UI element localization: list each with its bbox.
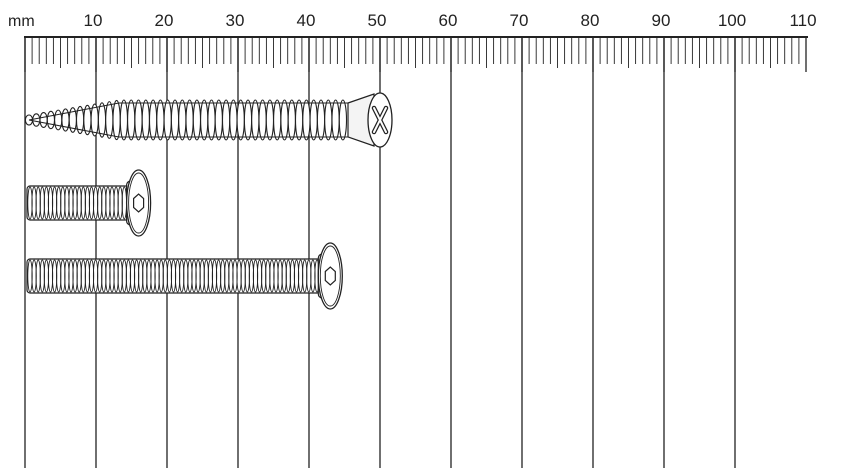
ruler-label: 20 <box>155 11 174 30</box>
long-hex-socket-screw <box>26 242 343 310</box>
thread-crest <box>32 113 41 127</box>
unit-label: mm <box>8 13 35 30</box>
ruler-label: 80 <box>581 11 600 30</box>
shank-body <box>26 258 321 294</box>
thread-crest <box>119 99 129 141</box>
countersunk-wood-screw <box>24 92 393 148</box>
thread-crest <box>294 99 304 141</box>
thread-crest <box>105 101 114 139</box>
thread-crest <box>170 99 180 141</box>
thread-crest <box>273 99 282 141</box>
thread-crest <box>338 99 348 141</box>
thread-crest <box>258 99 267 141</box>
screw-head-rim <box>319 245 341 307</box>
thread-crest <box>156 99 165 141</box>
thread-crest <box>302 99 311 141</box>
ruler-label: 100 <box>718 11 746 30</box>
thread-crest <box>324 99 333 141</box>
thread-crest <box>309 99 318 141</box>
shank-outline-bottom <box>28 119 348 138</box>
ruler-label: 70 <box>510 11 529 30</box>
thread-crest <box>112 99 121 141</box>
thread-crest <box>134 99 143 141</box>
ruler-top-border <box>24 36 808 38</box>
thread-crest <box>229 99 238 141</box>
thread-crest <box>251 99 260 141</box>
mm-ruler: mm 10 20 30 40 50 60 70 80 90 100 110 <box>8 11 817 72</box>
ruler-label: 60 <box>439 11 458 30</box>
screws <box>24 92 393 310</box>
thread-crest <box>90 103 99 137</box>
screw-shank <box>24 99 348 141</box>
hex-socket-icon <box>324 266 336 286</box>
screw-head-rim <box>128 172 150 234</box>
thread-crest <box>141 99 150 141</box>
thread-crest <box>185 99 194 141</box>
ruler-label: 90 <box>652 11 671 30</box>
thread-crest <box>243 99 253 141</box>
ruler-label: 50 <box>368 11 387 30</box>
phillips-icon <box>371 105 389 135</box>
thread-crest <box>214 99 223 141</box>
short-hex-socket-screw <box>26 169 152 237</box>
ruler-label: 110 <box>789 11 816 30</box>
thread-crest <box>46 110 56 130</box>
thread-crest <box>331 99 340 141</box>
thread-crest <box>316 99 326 141</box>
ruler-label: 10 <box>84 11 103 30</box>
shank-outline-top <box>28 102 348 121</box>
screw-shank <box>26 258 321 294</box>
thread-crest <box>97 102 107 138</box>
thread-crest <box>200 99 209 141</box>
thread-crest <box>207 99 216 141</box>
ruler-label: 40 <box>297 11 316 30</box>
thread-crest <box>148 99 158 141</box>
ruler-label: 30 <box>226 11 245 30</box>
thread-crest <box>178 99 187 141</box>
thread-crest <box>287 99 296 141</box>
ruler-labels: mm 10 20 30 40 50 60 70 80 90 100 110 <box>8 11 817 30</box>
thread-crest <box>54 109 63 131</box>
thread-crest <box>127 99 136 141</box>
thread-crest <box>192 99 202 141</box>
screw-shank <box>26 185 130 221</box>
thread-crest <box>39 112 48 128</box>
thread-crest <box>280 99 289 141</box>
thread-crest <box>221 99 231 141</box>
thread-crest <box>163 99 172 141</box>
screw-head-cone <box>347 93 375 147</box>
thread-crest <box>265 99 275 141</box>
ruler-ticks <box>24 38 807 72</box>
thread-crest <box>236 99 245 141</box>
hex-socket-icon <box>133 193 145 213</box>
